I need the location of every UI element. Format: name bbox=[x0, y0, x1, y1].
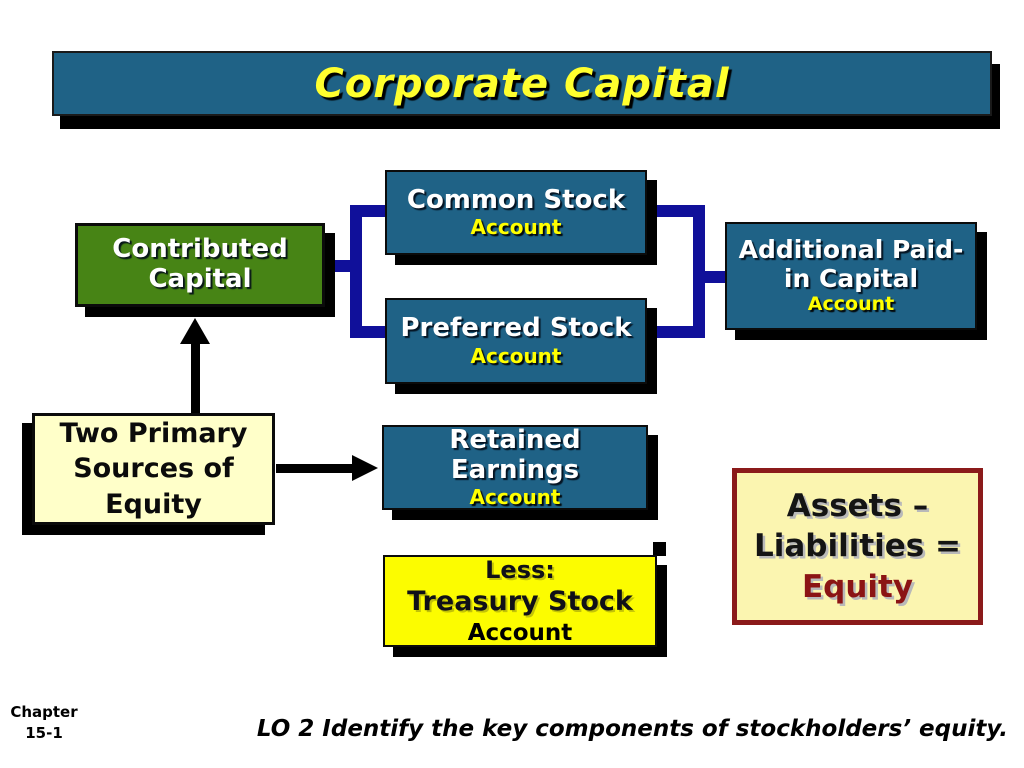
retained-earnings-box: Retained Earnings Account bbox=[382, 425, 648, 510]
equation-equity-label: Equity bbox=[801, 568, 914, 605]
contributed-line2: Capital bbox=[148, 264, 252, 294]
common-stock-box: Common Stock Account bbox=[385, 170, 647, 255]
preferred-stock-title: Preferred Stock bbox=[400, 313, 632, 344]
connector-right-vertical bbox=[693, 205, 705, 338]
equation-line1: Assets – bbox=[786, 488, 929, 525]
treasury-account-label: Account bbox=[467, 619, 573, 646]
retained-earnings-account-label: Account bbox=[469, 485, 561, 510]
equation-line2: Liabilities = bbox=[753, 528, 962, 565]
connector-right-bottom-arm bbox=[656, 326, 705, 338]
chapter-word: Chapter bbox=[10, 703, 78, 721]
additional-paid-in-capital-box: Additional Paid- in Capital Account bbox=[725, 222, 977, 330]
common-stock-title: Common Stock bbox=[406, 184, 626, 215]
connector-apic-stub bbox=[703, 271, 727, 283]
common-stock-account-label: Account bbox=[470, 215, 562, 240]
connector-left-vertical bbox=[350, 205, 362, 338]
treasury-shadow-notch bbox=[653, 542, 666, 556]
preferred-stock-box: Preferred Stock Account bbox=[385, 298, 647, 384]
two-primary-line2: Sources of bbox=[73, 453, 234, 485]
retained-earnings-title: Retained Earnings bbox=[449, 424, 581, 485]
title-banner: Corporate Capital bbox=[52, 51, 992, 116]
two-primary-line1: Two Primary bbox=[59, 418, 248, 450]
page-title: Corporate Capital bbox=[314, 60, 730, 107]
up-arrow-head bbox=[180, 318, 210, 344]
apic-line2: in Capital bbox=[783, 263, 919, 293]
equity-equation-box: Assets – Liabilities = Equity bbox=[732, 468, 983, 625]
learning-objective-label: LO 2 Identify the key components of stoc… bbox=[256, 716, 1008, 742]
preferred-stock-account-label: Account bbox=[470, 343, 562, 368]
apic-account-label: Account bbox=[807, 293, 895, 316]
treasury-line1: Less: bbox=[485, 555, 555, 584]
connector-left-top-arm bbox=[350, 205, 387, 217]
contributed-line1: Contributed bbox=[112, 234, 288, 265]
connector-left-bottom-arm bbox=[350, 326, 387, 338]
two-primary-line3: Equity bbox=[105, 488, 202, 520]
chapter-number: 15-1 bbox=[25, 724, 63, 742]
right-arrow-shaft bbox=[276, 464, 354, 473]
treasury-line2: Treasury Stock bbox=[407, 585, 633, 617]
two-primary-sources-box: Two Primary Sources of Equity bbox=[32, 413, 275, 525]
connector-contributed-stub bbox=[331, 260, 352, 272]
contributed-capital-box: Contributed Capital bbox=[75, 223, 325, 307]
apic-line1: Additional Paid- bbox=[738, 234, 964, 264]
right-arrow-head bbox=[352, 455, 378, 481]
chapter-label: Chapter 15-1 bbox=[10, 702, 78, 744]
connector-right-top-arm bbox=[656, 205, 705, 217]
treasury-stock-box: Less: Treasury Stock Account bbox=[383, 555, 657, 647]
up-arrow-shaft bbox=[191, 342, 200, 414]
